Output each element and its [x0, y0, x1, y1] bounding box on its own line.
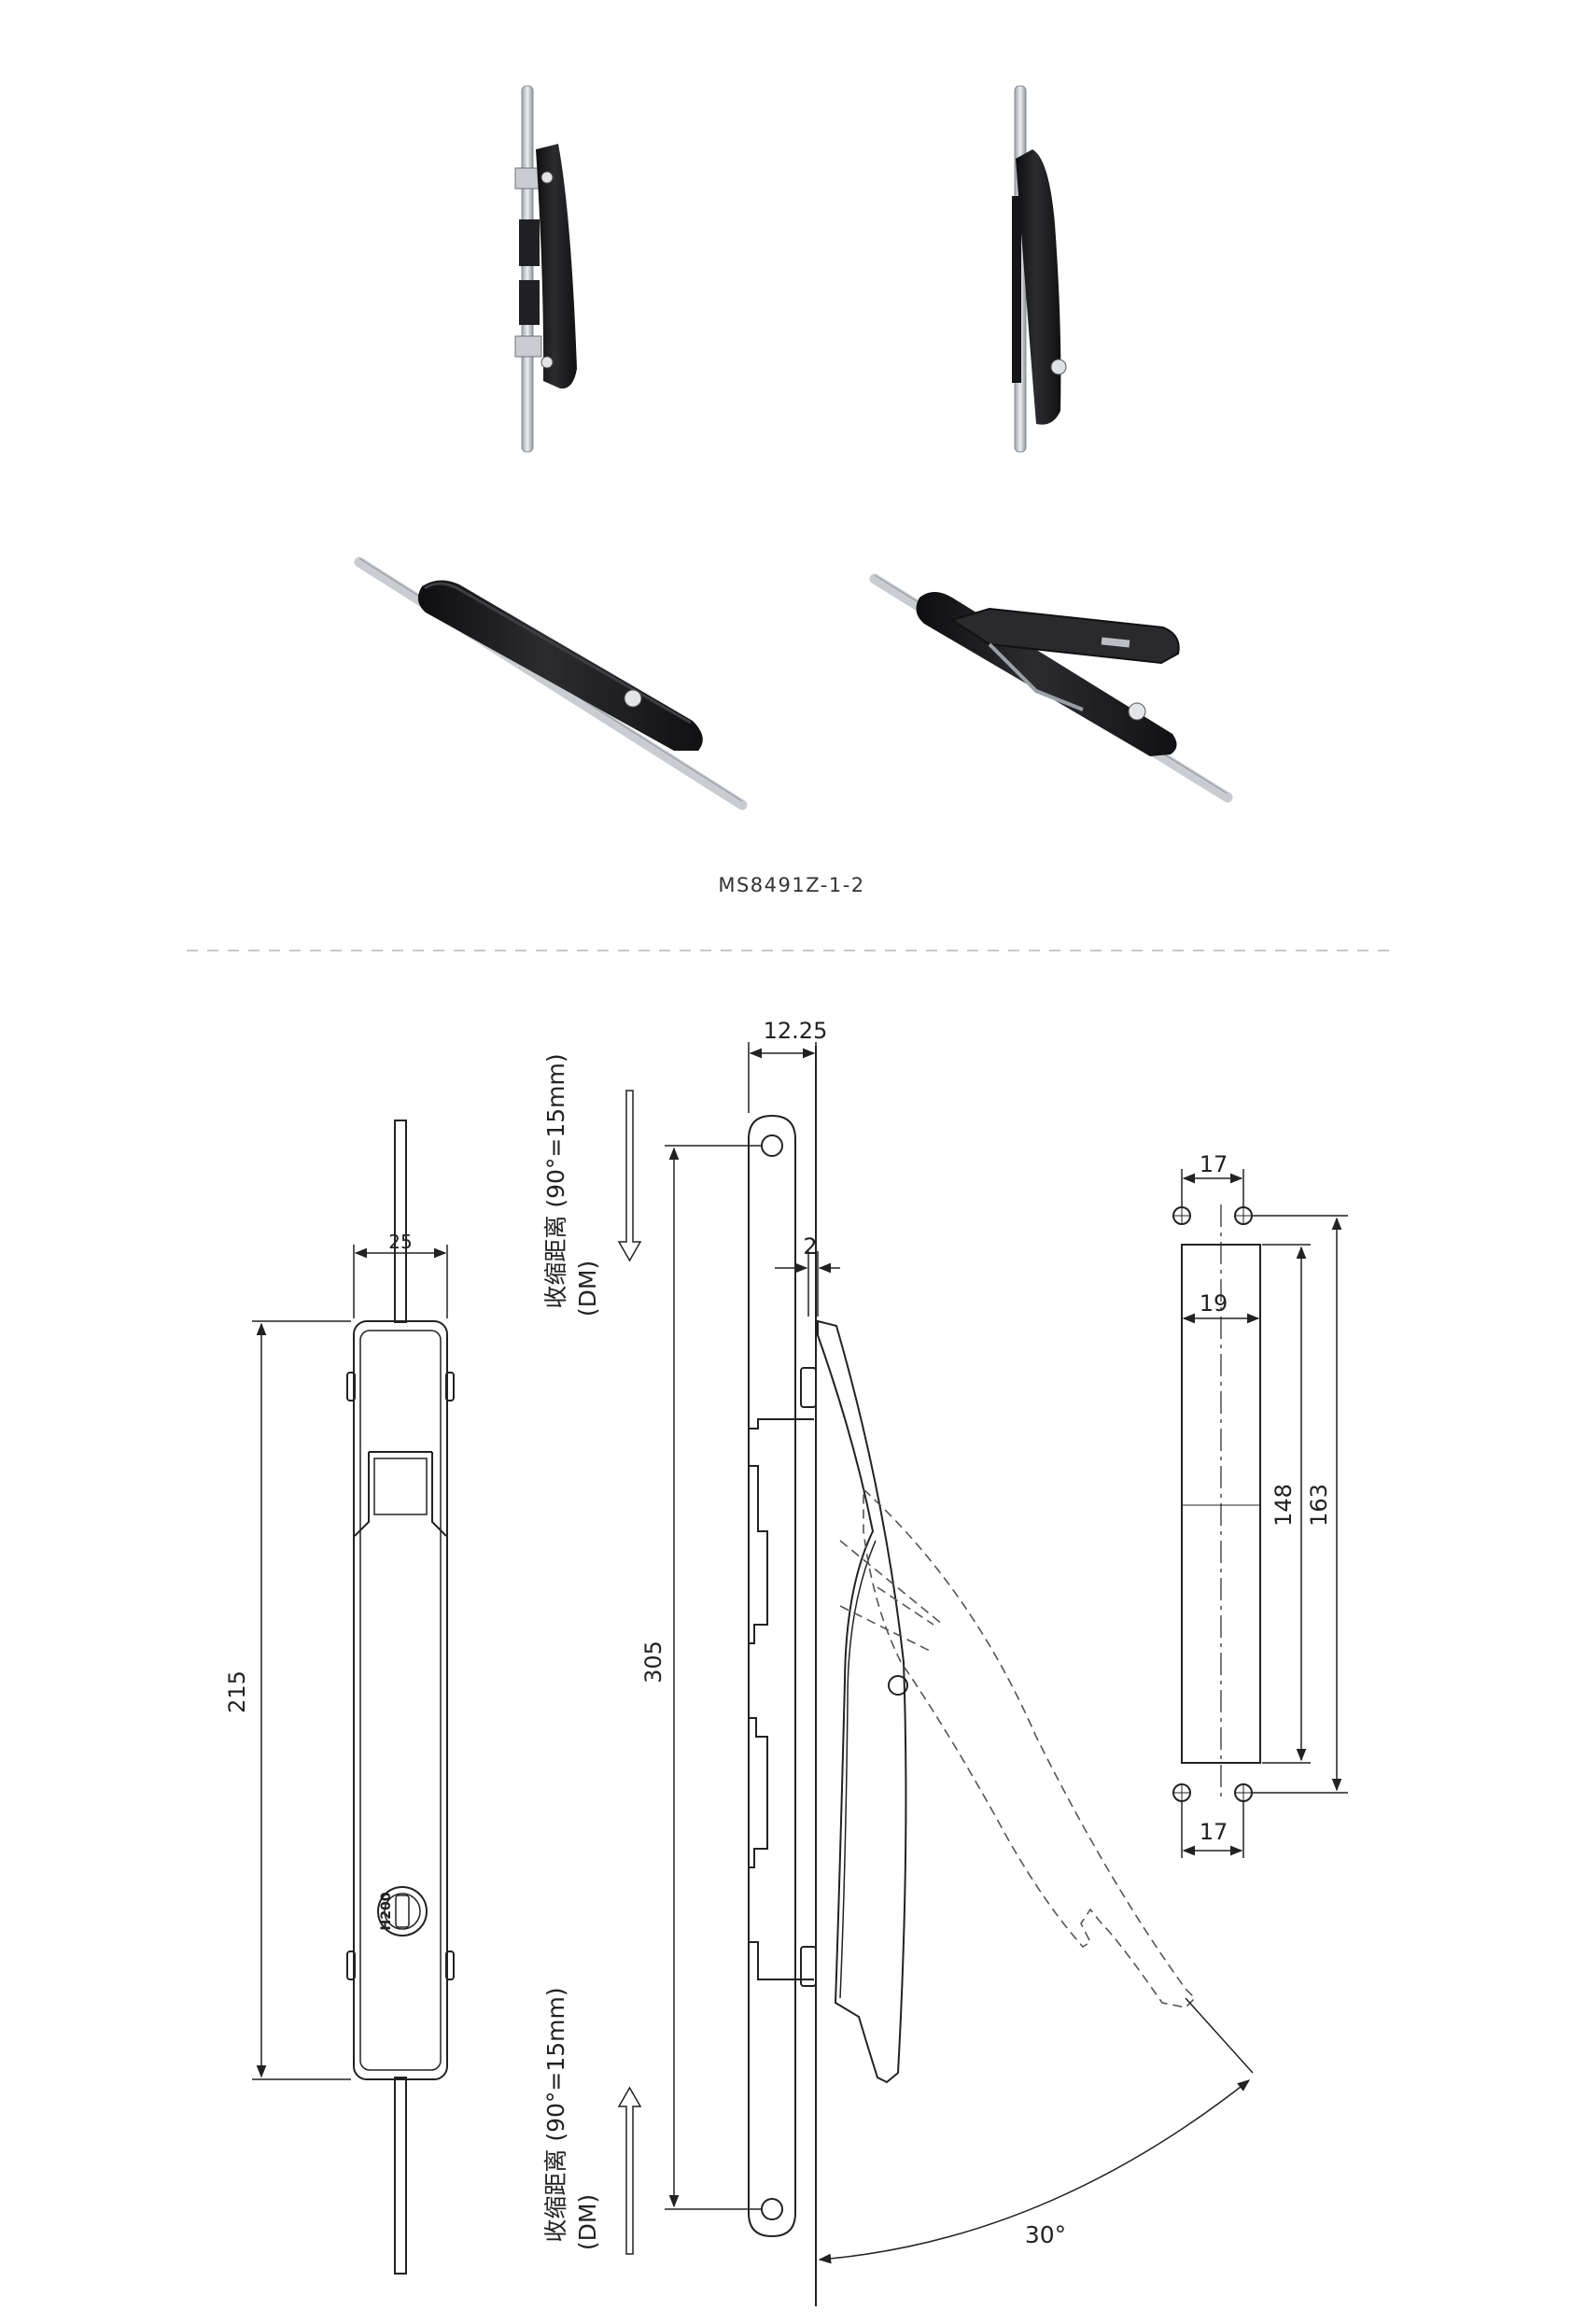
cutout-overall-dim: [1253, 1215, 1348, 1794]
front-view: [346, 1120, 455, 2275]
travel-note-top-sub: (DM): [574, 1261, 601, 1317]
handle-open-phantom: [839, 1487, 1197, 2008]
side-plate: [1012, 196, 1021, 383]
screw: [540, 356, 554, 369]
screw: [540, 171, 554, 184]
rod-plate: [748, 1114, 796, 2238]
photo-diagonal-closed: [354, 556, 748, 810]
photo-diagonal-open: [869, 573, 1233, 803]
pivot: [888, 1675, 908, 1696]
screw-top: [800, 1367, 817, 1408]
key-label: H200: [379, 1892, 394, 1930]
travel-arrow-up: [617, 2086, 642, 2255]
front-height-dimension: [252, 1320, 351, 2080]
front-height-value: 215: [224, 1670, 250, 1713]
handle-body: [417, 580, 703, 751]
travel-note-bottom: 收缩距离 (90°=15mm): [542, 1987, 569, 2242]
handle-body: [1016, 149, 1061, 425]
lifted-handle: [949, 607, 1180, 665]
side-tab: [346, 1372, 356, 1401]
rod-length-value: 305: [640, 1641, 667, 1683]
thickness-value: 12.25: [764, 1018, 828, 1044]
cutout-width-value: 19: [1200, 1290, 1228, 1317]
cutout-view: [1172, 1204, 1261, 1802]
handle-closed: [817, 1319, 907, 2084]
cutout-overall-value: 163: [1306, 1484, 1332, 1527]
angle-value: 30°: [1025, 2221, 1066, 2248]
handle-inner: [359, 1330, 442, 2071]
latch-block: [519, 280, 540, 325]
rod-hole-top: [761, 1134, 783, 1157]
handle-outline: [353, 1320, 448, 2080]
key-lock: [624, 689, 642, 708]
cutout-top-spacing-value: 17: [1200, 1151, 1228, 1177]
side-tab: [445, 1372, 455, 1401]
offset-value: 2: [803, 1233, 817, 1260]
photo-vertical-back: [514, 85, 577, 453]
key-lock: [1050, 359, 1067, 375]
latch-block: [519, 219, 540, 266]
handle-closed-inner: [839, 1540, 877, 1999]
rod-top: [394, 1120, 407, 1323]
travel-note-top: 收缩距离 (90°=15mm): [542, 1053, 569, 1308]
base-housing: [748, 1418, 814, 1980]
side-view: [748, 1046, 908, 2306]
rod: [354, 556, 748, 810]
thickness-dimension: [748, 1042, 817, 1113]
front-width-dimension: [353, 1245, 448, 1318]
rod-length-dimension: [665, 1145, 761, 2210]
cutout-length-value: 148: [1270, 1484, 1297, 1527]
key-lock-inner: [384, 1893, 421, 1930]
cutout-length-dim: [1262, 1244, 1311, 1764]
side-tab: [346, 1951, 356, 1980]
travel-note-bottom-sub: (DM): [574, 2194, 601, 2250]
linkage: [988, 642, 1084, 711]
side-tab: [445, 1951, 455, 1980]
front-width-value: 25: [388, 1231, 412, 1253]
travel-arrow-down: [617, 1090, 642, 1262]
angle-dimension: [815, 1997, 1254, 2306]
handle-top: [424, 582, 692, 725]
finger-recess-inner: [373, 1458, 428, 1515]
cutout-bottom-spacing-dim: [1181, 1801, 1244, 1858]
key-lock: [1128, 702, 1146, 721]
bracket: [514, 335, 542, 358]
cutout-bottom-spacing-value: 17: [1200, 1819, 1228, 1845]
model-label: MS8491Z-1-2: [718, 874, 864, 896]
finger-recess: [354, 1451, 447, 1537]
rod-hole-bottom: [761, 2198, 783, 2220]
photo-vertical-front: [1012, 85, 1067, 453]
key-slot: [395, 1894, 410, 1928]
rod-bottom: [394, 2077, 407, 2275]
rod: [521, 85, 534, 453]
handle-slot: [1101, 637, 1130, 648]
cutout-top-spacing-dim: [1181, 1169, 1244, 1207]
handle-body: [536, 144, 577, 389]
offset-dimension: [775, 1251, 840, 1317]
screw-bottom: [800, 1946, 817, 1987]
key-lock: [377, 1886, 428, 1937]
